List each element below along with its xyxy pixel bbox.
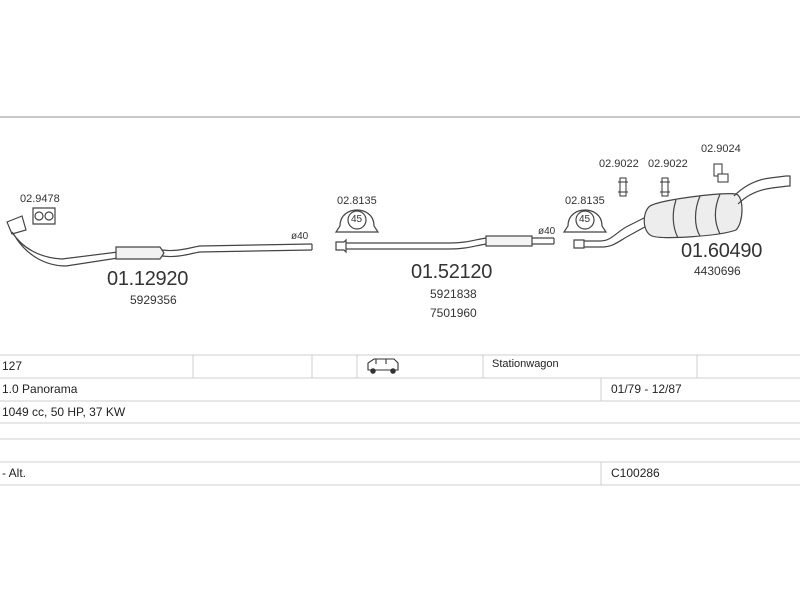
front-pipe (6, 215, 313, 267)
middle-pipe-oem-2: 7501960 (430, 306, 477, 320)
code-cell: C100286 (611, 466, 660, 480)
rubber-hanger-3-label: 02.9024 (701, 143, 741, 155)
rubber-hanger-3 (713, 163, 729, 183)
flange-gasket (32, 207, 56, 225)
note-cell: - Alt. (2, 466, 27, 480)
spec-table (0, 354, 800, 486)
rubber-hanger-2-label: 02.9022 (648, 158, 688, 170)
rubber-hanger-2 (660, 177, 670, 197)
model-cell: 127 (2, 359, 23, 373)
middle-pipe-diameter: ø40 (538, 226, 556, 237)
body-type-cell: Stationwagon (492, 358, 559, 370)
middle-pipe-oem-1: 5921838 (430, 287, 477, 301)
engine-cell: 1.0 Panorama (2, 382, 78, 396)
middle-pipe (335, 235, 555, 254)
rubber-hanger-1 (618, 177, 628, 197)
rear-silencer-number: 01.60490 (681, 240, 763, 262)
front-pipe-number: 01.12920 (107, 268, 189, 290)
front-pipe-diameter: ø40 (291, 231, 309, 242)
spec-cell: 1049 cc, 50 HP, 37 KW (2, 405, 126, 419)
middle-pipe-number: 01.52120 (411, 261, 493, 283)
station-wagon-icon (367, 358, 399, 374)
front-pipe-oem: 5929356 (130, 293, 177, 307)
rear-clamp (562, 209, 608, 233)
years-cell: 01/79 - 12/87 (611, 382, 682, 396)
rear-silencer (573, 175, 791, 249)
front-clamp-label: 02.8135 (337, 195, 377, 207)
rear-clamp-label: 02.8135 (565, 195, 605, 207)
front-clamp (334, 209, 380, 233)
rubber-hanger-1-label: 02.9022 (599, 158, 639, 170)
front-clamp-size: 45 (351, 214, 363, 225)
flange-gasket-label: 02.9478 (20, 193, 60, 205)
rear-clamp-size: 45 (579, 214, 591, 225)
rear-silencer-oem: 4430696 (694, 264, 741, 278)
